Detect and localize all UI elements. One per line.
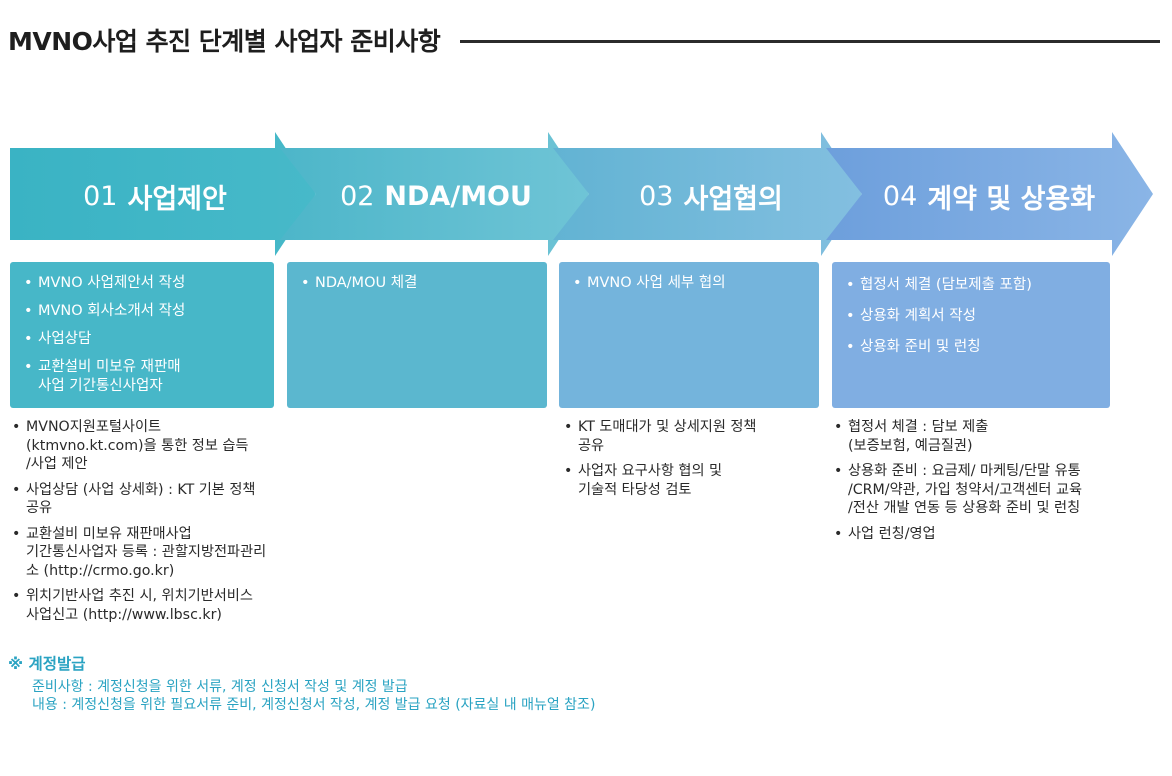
stage-box-1: MVNO 사업제안서 작성 MVNO 회사소개서 작성 사업상담 교환설비 미보… [10, 262, 274, 408]
footnote-line: 내용 : 계정신청을 위한 필요서류 준비, 계정신청서 작성, 계정 발급 요… [32, 697, 596, 713]
stage-name: 사업협의 [683, 183, 783, 215]
footnote: ※ 계정발급 준비사항 : 계정신청을 위한 서류, 계정 신청서 작성 및 계… [8, 652, 595, 714]
stage-label-3: 03 사업협의 [575, 178, 847, 215]
stage-box-2: NDA/MOU 체결 [287, 262, 547, 408]
stage-name: 계약 및 상용화 [927, 183, 1096, 215]
stage-box-4: 협정서 체결 (담보제출 포함) 상용화 계획서 작성 상용화 준비 및 런칭 [832, 262, 1110, 408]
stage-name: 사업제안 [127, 183, 227, 215]
stage-item: MVNO 사업 세부 협의 [573, 274, 807, 293]
footnote-line: 준비사항 : 계정신청을 위한 서류, 계정 신청서 작성 및 계정 발급 [32, 679, 408, 695]
note-item: 협정서 체결 : 담보 제출 (보증보험, 예금질권) [834, 418, 1134, 455]
stage-number: 02 [340, 180, 375, 212]
note-item: 상용화 준비 : 요금제/ 마케팅/단말 유통 /CRM/약관, 가입 청약서/… [834, 462, 1134, 518]
stage-item: NDA/MOU 체결 [301, 274, 535, 293]
stage-box-3: MVNO 사업 세부 협의 [559, 262, 819, 408]
stage-name: NDA/MOU [384, 180, 532, 212]
stage-item: MVNO 사업제안서 작성 [24, 274, 262, 293]
title-rule [460, 39, 1160, 43]
stage-number: 03 [639, 180, 674, 212]
stage-arrow-2 [280, 132, 589, 256]
title-row: MVNO사업 추진 단계별 사업자 준비사항 [8, 22, 1160, 58]
note-item: 사업 런칭/영업 [834, 525, 1134, 544]
stage-arrow-4 [826, 132, 1153, 256]
footnote-title: ※ 계정발급 [8, 655, 86, 673]
note-item: 위치기반사업 추진 시, 위치기반서비스 사업신고 (http://www.lb… [12, 587, 292, 624]
stage-label-1: 01 사업제안 [10, 178, 300, 215]
stage-item: 교환설비 미보유 재판매 사업 기간통신사업자 [24, 358, 262, 396]
note-item: 사업상담 (사업 상세화) : KT 기본 정책 공유 [12, 481, 292, 518]
stage-number: 01 [83, 180, 118, 212]
stage-item: 사업상담 [24, 330, 262, 349]
note-item: MVNO지원포털사이트 (ktmvno.kt.com)을 통한 정보 습득 /사… [12, 418, 292, 474]
note-item: 교환설비 미보유 재판매사업 기간통신사업자 등록 : 관할지방전파관리 소 (… [12, 525, 292, 581]
stage-item: 협정서 체결 (담보제출 포함) [846, 276, 1098, 295]
stage-notes-4: 협정서 체결 : 담보 제출 (보증보험, 예금질권) 상용화 준비 : 요금제… [834, 418, 1134, 550]
stage-notes-1: MVNO지원포털사이트 (ktmvno.kt.com)을 통한 정보 습득 /사… [12, 418, 292, 631]
stage-notes-3: KT 도매대가 및 상세지원 정책 공유 사업자 요구사항 협의 및 기술적 타… [564, 418, 814, 506]
stage-item: MVNO 회사소개서 작성 [24, 302, 262, 321]
stage-label-2: 02 NDA/MOU [300, 178, 572, 214]
note-item: 사업자 요구사항 협의 및 기술적 타당성 검토 [564, 462, 814, 499]
stage-number: 04 [882, 180, 918, 212]
stage-item: 상용화 계획서 작성 [846, 307, 1098, 326]
stage-label-4: 04 계약 및 상용화 [848, 178, 1130, 215]
stage-arrows [10, 132, 1153, 256]
stage-arrow-1 [10, 132, 316, 256]
stage-item: 상용화 준비 및 런칭 [846, 338, 1098, 357]
page-title: MVNO사업 추진 단계별 사업자 준비사항 [8, 27, 441, 56]
note-item: KT 도매대가 및 상세지원 정책 공유 [564, 418, 814, 455]
stage-arrow-3 [553, 132, 862, 256]
